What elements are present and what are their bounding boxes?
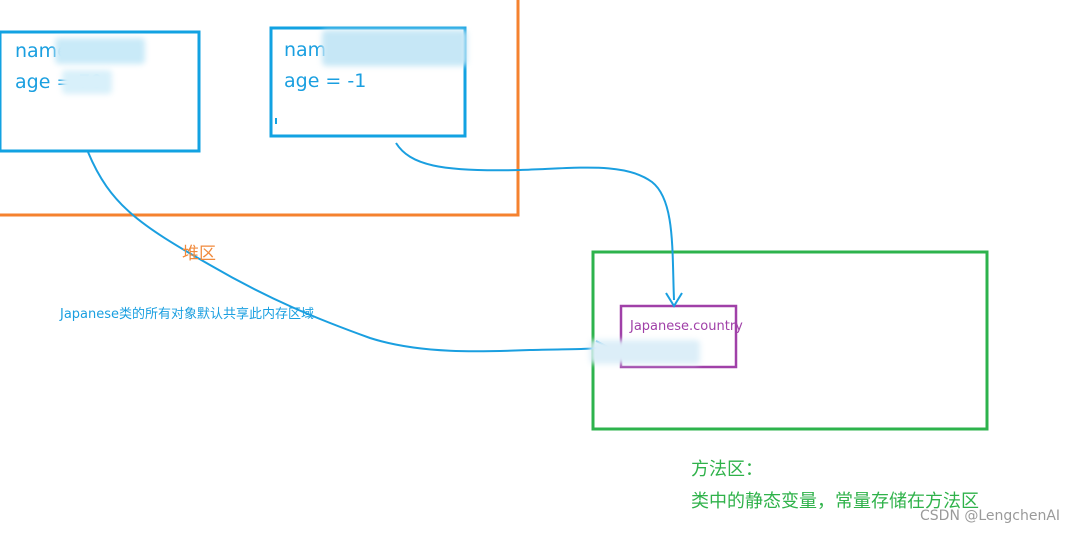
redaction-blur	[322, 30, 467, 66]
object-box-left	[0, 30, 201, 153]
reference-arrow-left	[87, 151, 607, 353]
right-object-age-field: age = -1	[284, 70, 367, 92]
redaction-blur	[62, 70, 112, 94]
heap-label: 堆区	[182, 244, 216, 264]
shared-memory-note: Japanese类的所有对象默认共享此内存区域	[60, 307, 315, 322]
redaction-blur	[55, 38, 145, 64]
method-area-title: 方法区：	[691, 459, 763, 480]
arrowhead-right	[665, 292, 683, 308]
redaction-blur	[590, 340, 700, 364]
right-object-name-field: nam	[284, 39, 327, 61]
heap-region-border	[0, 0, 520, 217]
reference-arrow-right	[395, 142, 675, 301]
watermark: CSDN @LengchenAI	[920, 508, 1061, 524]
static-variable-box	[619, 304, 738, 369]
object-box-right	[269, 26, 467, 138]
static-variable-label: Japanese.country	[630, 319, 743, 334]
method-area-description: 类中的静态变量，常量存储在方法区	[691, 491, 979, 512]
